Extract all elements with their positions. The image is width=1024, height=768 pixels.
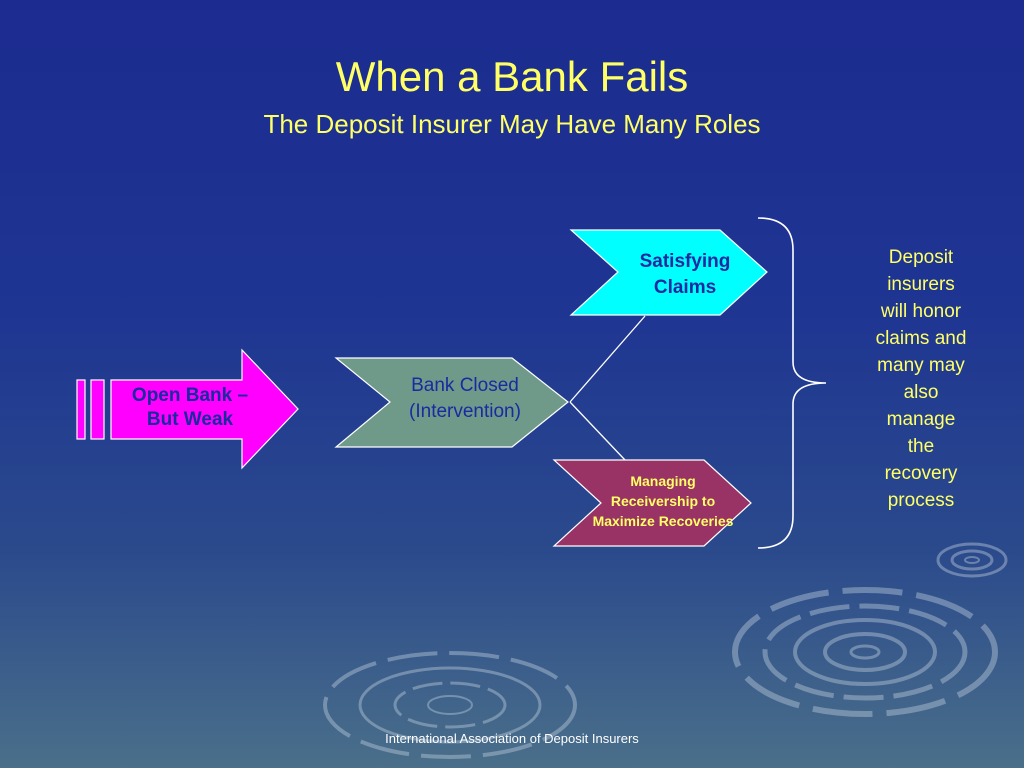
water-ripples-icon [325,544,1006,757]
managing-receivership-label: Managing Receivership to Maximize Recove… [568,468,758,534]
side-note: Deposit insurers will honor claims and m… [858,244,984,514]
footer-text: International Association of Deposit Ins… [0,731,1024,746]
bank-closed-label: Bank Closed (Intervention) [385,370,545,428]
curly-brace [758,218,826,548]
connector-lines [570,316,645,460]
open-bank-label: Open Bank – But Weak [110,378,270,438]
satisfying-claims-label: Satisfying Claims [615,246,755,304]
